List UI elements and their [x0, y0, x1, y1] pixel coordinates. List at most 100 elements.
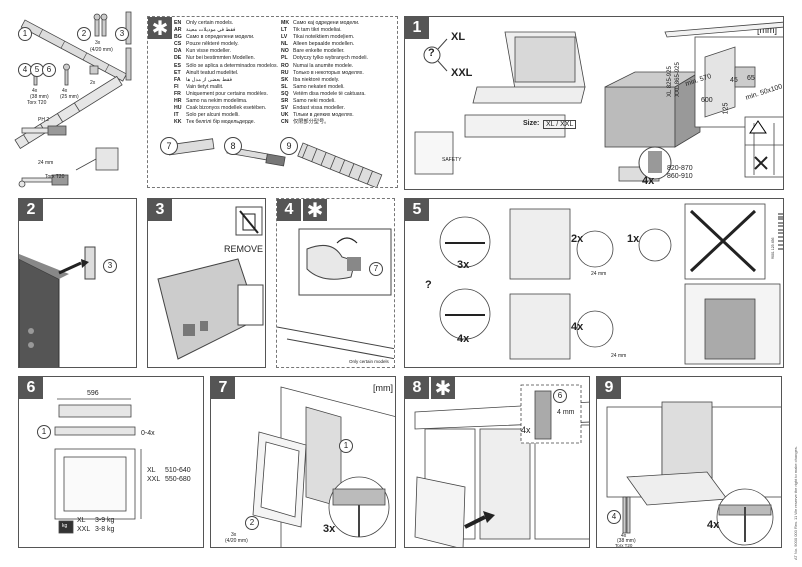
- attach-rail-drawing: [19, 246, 96, 367]
- tool-2x: 2x: [90, 80, 96, 86]
- tool-torx: Torx T20: [45, 174, 65, 180]
- size-value: XL / XXL: [543, 120, 577, 129]
- callout-1: 1: [18, 27, 32, 41]
- count-4x: 4x: [457, 333, 470, 345]
- safety-label: SAFETY: [442, 157, 462, 163]
- fix-dishwasher-drawing: [606, 401, 781, 546]
- tools-panel: 1 2 3 4 5 6 3x (4/20 mm) 4x (38 mm) Torx…: [0, 0, 143, 190]
- side-footer-text: AT No. 9000 000 Rev. 11 We reserve the r…: [793, 446, 798, 560]
- height-xl-value: 510-640: [165, 467, 191, 474]
- gap-4mm: 4 mm: [557, 409, 575, 416]
- step-3-panel: 3 REMOVE: [147, 198, 266, 368]
- depth-600: 600: [701, 97, 713, 104]
- screw-torx: Torx T20: [615, 543, 633, 548]
- step-1-panel: 1 [mm] XL XXL: [404, 16, 784, 190]
- question-mark: ?: [425, 279, 432, 291]
- screw5-count: 4x: [62, 88, 68, 94]
- callout-7: 7: [369, 262, 383, 276]
- asterisk-icon: ✱: [431, 377, 455, 400]
- count-0-4x: 0-4x: [141, 430, 155, 437]
- step-number: 5: [405, 199, 429, 221]
- callout-3: 3: [103, 259, 117, 273]
- size-xl: XL: [451, 31, 466, 43]
- weight-xxl-value: 3-8 kg: [95, 526, 115, 533]
- callout-1: 1: [37, 425, 51, 439]
- count-3x: 3x: [457, 259, 470, 271]
- weight-icon-kg: kg: [62, 523, 68, 529]
- height-xxl-value: 550-680: [165, 476, 191, 483]
- count-4x: 4x: [521, 425, 531, 435]
- callout-9: 9: [280, 137, 298, 155]
- step-7-panel: 7 [mm] 1 2 3x (4/20 mm) 3x: [210, 376, 396, 548]
- step-6-panel: 6 596 1 0-4x XL 510-640 XXL 550-680 kg X…: [18, 376, 204, 548]
- count-2x: 2x: [571, 233, 584, 245]
- wrench-24mm-b: 24 mm: [611, 353, 627, 359]
- screw-len: (38 mm): [617, 538, 636, 544]
- step-number: 4: [277, 199, 301, 221]
- weight-xl-value: 3-9 kg: [95, 517, 115, 524]
- step-number: 1: [405, 17, 429, 39]
- width-596: 596: [87, 390, 99, 397]
- callout-2: 2: [77, 27, 91, 41]
- size-label: Size:: [523, 120, 540, 127]
- dim-65: 65: [747, 75, 755, 82]
- unit-label: [mm]: [373, 383, 393, 393]
- height-xxl-label: XXL: [147, 476, 161, 483]
- screw-len: (4/20 mm): [90, 47, 113, 53]
- weight-xl-label: XL: [77, 517, 86, 524]
- height-xl-label: XL: [147, 467, 156, 474]
- callout-7: 7: [160, 137, 178, 155]
- count-1x: 1x: [627, 233, 640, 245]
- mount-door-drawing: [252, 386, 395, 547]
- callout-2: 2: [245, 516, 259, 530]
- count-4x: 4x: [642, 175, 655, 187]
- asterisk-icon: ✱: [303, 199, 327, 222]
- count-4x-b: 4x: [571, 321, 584, 333]
- step-number: 8: [405, 377, 429, 399]
- step-2-panel: 2 3: [18, 198, 137, 368]
- screw-count: 3x: [231, 532, 237, 538]
- cabinet-door-drawing: [414, 384, 589, 547]
- step-4-panel: 4 ✱ 7 Only certain models: [276, 198, 395, 368]
- screw-count: 4x: [621, 533, 627, 539]
- side-code: 9001 123 456: [771, 237, 775, 259]
- step-5-panel: 5 3x 4x ? 2x 1x 4x 24 mm 24 mm 9001 123 …: [404, 198, 784, 368]
- step-number: 7: [211, 377, 235, 399]
- height-xxl: XXL 865-925: [675, 62, 681, 97]
- step-number: 6: [19, 377, 43, 399]
- dim-125: 125: [722, 102, 730, 115]
- step-8-panel: 8 ✱ 6 4 mm 4x: [404, 376, 590, 548]
- note-certain-models: Only certain models: [349, 359, 389, 364]
- step-number: 3: [148, 199, 172, 221]
- adjust-feet-drawing: [439, 203, 783, 365]
- height-xl: XL 825-925: [667, 66, 673, 97]
- callout-3: 3: [115, 27, 129, 41]
- asterisk-icon: ✱: [148, 17, 172, 40]
- tool-ph2: PH 2: [38, 117, 50, 123]
- question-mark: ?: [428, 47, 435, 59]
- step-number: 9: [597, 377, 621, 399]
